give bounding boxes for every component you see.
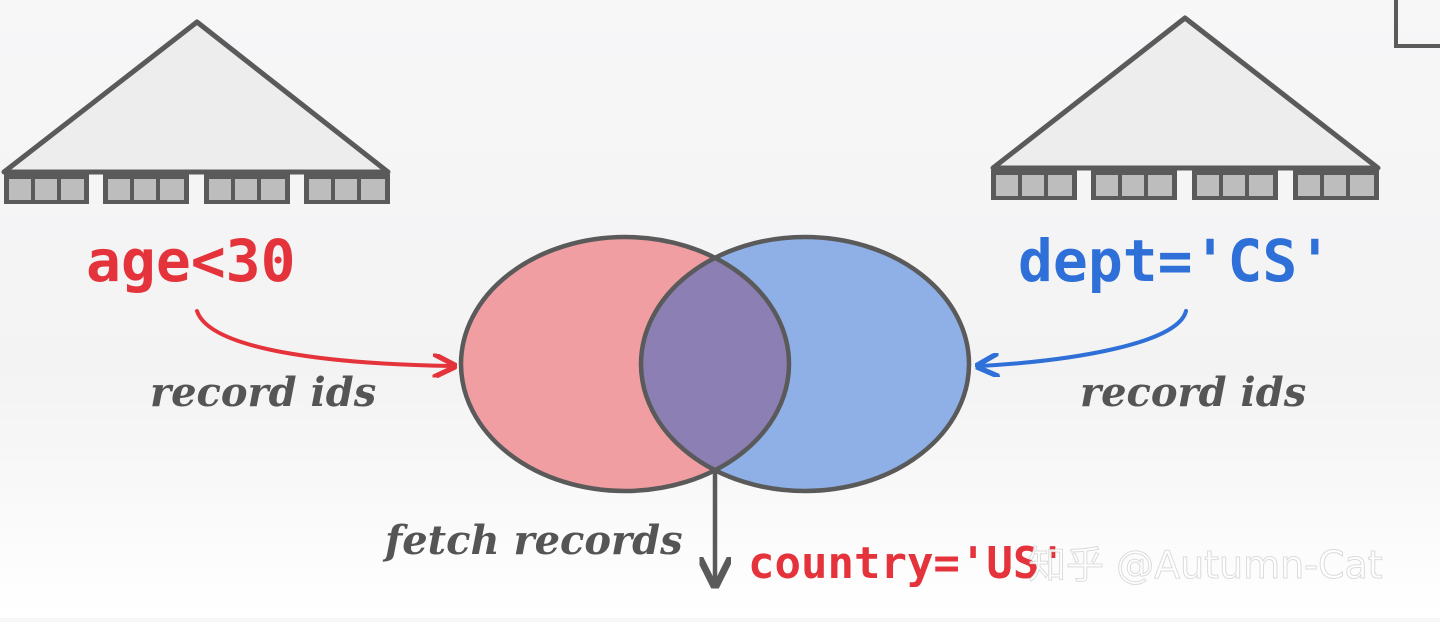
right-predicate-label: dept='CS' (1018, 227, 1332, 295)
right-index-tree-icon (990, 15, 1381, 200)
right-record-ids-arrow (980, 309, 1188, 366)
left-predicate-label: age<30 (86, 227, 296, 295)
fetch-records-label: fetch records (382, 517, 683, 564)
filter-predicate-label: country='US' (748, 538, 1066, 589)
corner-frame-fragment (1394, 0, 1440, 48)
left-index-tree-icon (1, 19, 391, 204)
left-record-ids-label: record ids (150, 369, 376, 416)
right-record-ids-label: record ids (1080, 369, 1306, 416)
venn-intersection-icon (458, 234, 972, 494)
right-index-leaf-nodes (991, 170, 1379, 200)
intersection-region (641, 237, 789, 491)
left-record-ids-arrow (195, 309, 452, 366)
left-index-leaf-nodes (4, 174, 390, 204)
watermark-text: 知乎 @Autumn-Cat (1028, 543, 1383, 587)
